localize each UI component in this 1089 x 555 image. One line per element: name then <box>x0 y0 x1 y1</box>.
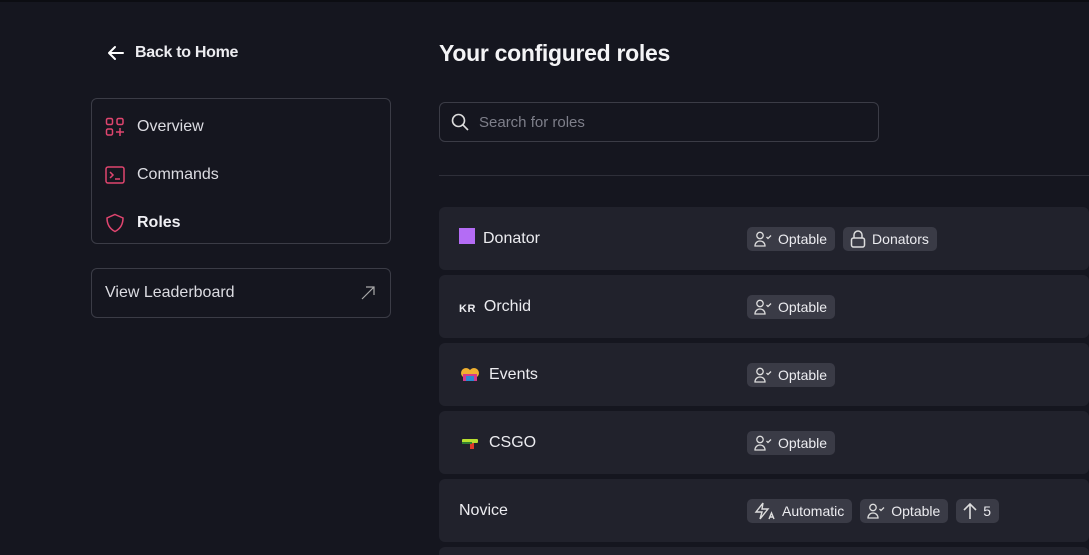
leaderboard-label: View Leaderboard <box>105 284 235 301</box>
sidebar-nav: Overview Commands Roles <box>91 98 391 244</box>
role-badge: Donators <box>843 226 937 251</box>
role-badge: 5 <box>956 498 1000 523</box>
role-row[interactable]: Donator Optable Donators <box>439 207 1089 270</box>
external-arrow-icon <box>361 286 375 300</box>
sidebar-item-commands[interactable]: Commands <box>92 151 390 199</box>
role-name-text: Donator <box>483 229 540 247</box>
user-check-icon <box>867 503 885 519</box>
badge-label: Optable <box>778 434 828 451</box>
sidebar-item-label: Overview <box>137 118 204 135</box>
role-name-text: CSGO <box>489 433 537 451</box>
user-check-icon <box>754 435 772 451</box>
badge-label: Donators <box>872 230 929 247</box>
shield-icon <box>106 213 124 233</box>
arrow-up-icon <box>963 502 977 520</box>
view-leaderboard-button[interactable]: View Leaderboard <box>91 268 391 318</box>
role-name: Events <box>459 366 538 384</box>
role-badges: Optable <box>747 362 836 387</box>
badge-label: 5 <box>983 502 992 519</box>
role-name-text: Orchid <box>483 297 532 315</box>
grid-plus-icon <box>105 117 124 136</box>
role-badges: Optable Donators <box>747 226 937 251</box>
role-name: Donator <box>459 227 540 248</box>
divider <box>439 175 1089 176</box>
page-title: Your configured roles <box>439 40 670 66</box>
role-row[interactable]: CSGO Optable <box>439 411 1089 474</box>
back-to-home-link[interactable]: Back to Home <box>107 44 238 62</box>
role-row[interactable]: Novice Automatic Optable 5 <box>439 479 1089 542</box>
role-badge: Optable <box>747 430 836 455</box>
role-name: Novice <box>459 502 508 520</box>
badge-label: Automatic <box>782 502 845 519</box>
role-badge: Optable <box>747 362 836 387</box>
back-label: Back to Home <box>135 44 239 61</box>
search-icon <box>451 113 469 131</box>
role-badge: Automatic <box>747 498 853 523</box>
role-badges: Optable <box>747 294 836 319</box>
sidebar-item-label: Roles <box>137 214 181 231</box>
role-name: KR Orchid <box>459 298 531 316</box>
role-badge: Optable <box>860 498 949 523</box>
role-badge: Optable <box>747 226 836 251</box>
user-check-icon <box>754 231 772 247</box>
badge-label: Optable <box>891 502 941 519</box>
role-badges: Optable <box>747 430 836 455</box>
role-badges: Automatic Optable 5 <box>747 498 1000 523</box>
lock-icon <box>850 229 866 248</box>
sidebar-item-overview[interactable]: Overview <box>92 103 390 151</box>
role-row[interactable]: Events Optable <box>439 343 1089 406</box>
terminal-icon <box>105 166 125 184</box>
badge-label: Optable <box>778 298 828 315</box>
sidebar-item-roles[interactable]: Roles <box>92 199 390 247</box>
search-box <box>439 102 879 142</box>
user-check-icon <box>754 299 772 315</box>
role-badge: Optable <box>747 294 836 319</box>
badge-label: Optable <box>778 366 828 383</box>
role-name-text: Novice <box>459 501 508 519</box>
role-row[interactable]: KR Orchid Optable <box>439 275 1089 338</box>
kr-text-icon: KR <box>459 302 476 315</box>
auto-lightning-icon <box>754 502 776 520</box>
user-check-icon <box>754 367 772 383</box>
events-emoji-icon <box>461 367 479 381</box>
search-input[interactable] <box>479 113 859 131</box>
gun-emoji-icon <box>462 438 478 449</box>
sidebar-item-label: Commands <box>137 166 219 183</box>
color-square-icon <box>459 227 475 244</box>
role-name-text: Events <box>489 365 538 383</box>
arrow-left-icon <box>108 46 124 60</box>
role-row[interactable] <box>439 547 1089 555</box>
badge-label: Optable <box>778 230 828 247</box>
role-name: CSGO <box>459 434 536 452</box>
